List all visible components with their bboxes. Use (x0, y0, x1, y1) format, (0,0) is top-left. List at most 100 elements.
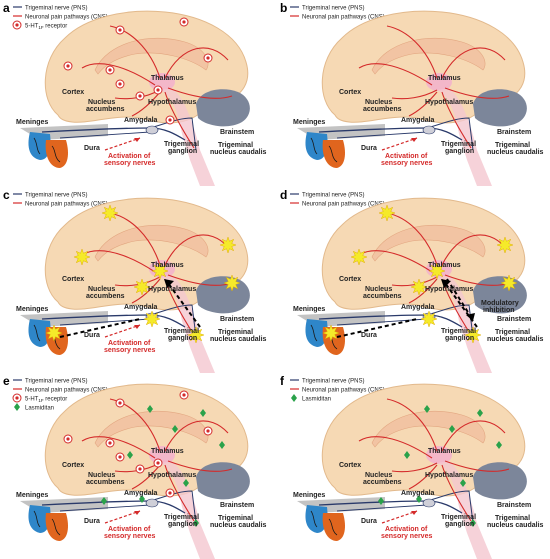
cns-path-brainstem (164, 91, 195, 149)
label-accumbens: accumbens (363, 479, 402, 486)
activation-arrowhead (134, 138, 140, 142)
label-activation-1: Activation of (108, 340, 151, 347)
pain-burst-icon (496, 236, 514, 254)
lasmiditan-icon (291, 394, 297, 402)
pain-burst-icon (45, 324, 63, 342)
trigeminal-nerve-path (41, 500, 186, 514)
label-activation-2: sensory nerves (381, 160, 432, 167)
receptor-core-icon (138, 94, 142, 98)
meninges-shape (28, 505, 51, 533)
label-trigeminal-ganglion-1: Trigeminal (441, 514, 476, 521)
label-meninges: Meninges (16, 306, 48, 313)
panel-letter: f (280, 374, 285, 388)
thalamus-region (426, 73, 452, 91)
lasmiditan-icon (127, 451, 133, 459)
legend-pns: Trigeminal nerve (PNS) (25, 6, 87, 12)
label-activation-1: Activation of (108, 153, 151, 160)
legend-pns: Trigeminal nerve (PNS) (302, 379, 364, 385)
label-brainstem: Brainstem (497, 502, 531, 509)
cns-path-cortex-right (441, 420, 506, 452)
cns-path-brainstem (164, 464, 195, 522)
legend-receptor: 5-HT1F receptor (25, 397, 67, 404)
label-trigeminal-nucleus-1: Trigeminal (495, 515, 530, 522)
pain-burst-icon (350, 248, 368, 266)
trigeminal-nerve-path (318, 500, 463, 514)
cns-path-cortex-top (109, 212, 161, 266)
corpus-callosum (94, 410, 209, 448)
legend-cns: Neuronal pain pathways (CNS) (25, 15, 108, 21)
label-meninges: Meninges (16, 119, 48, 126)
legend-drug: Lasmiditan (302, 397, 331, 403)
label-thalamus: Thalamus (151, 75, 184, 82)
cns-path-cortex-left (358, 63, 433, 86)
panel-letter: b (280, 1, 287, 15)
label-thalamus: Thalamus (428, 75, 461, 82)
label-accumbens: accumbens (86, 293, 125, 300)
label-activation-2: sensory nerves (104, 533, 155, 540)
label-trigeminal-ganglion-2: ganglion (168, 335, 197, 342)
label-brainstem: Brainstem (220, 316, 254, 323)
cerebellum (196, 89, 250, 127)
lasmiditan-icon (193, 519, 199, 527)
pain-burst-icon (464, 326, 482, 344)
activation-arrow (381, 137, 418, 151)
legend-cns: Neuronal pain pathways (CNS) (25, 388, 108, 394)
legend-cns: Neuronal pain pathways (CNS) (302, 388, 385, 394)
meninges-shape (305, 319, 328, 347)
pain-burst-icon (428, 262, 446, 280)
thalamus-region (426, 446, 452, 464)
label-hypothalamus: Hypothalamus (148, 472, 196, 479)
pain-burst-icon (410, 278, 428, 296)
cns-path-brainstem (441, 91, 472, 149)
panel-diagram: f Trigeminal nerve (PNS) Neuronal pain pat… (280, 374, 544, 559)
cns-path-amygdala (408, 464, 438, 490)
receptor-core-icon (182, 20, 186, 24)
label-thalamus: Thalamus (151, 262, 184, 269)
label-nucleus: Nucleus (365, 472, 392, 479)
label-trigeminal-nucleus-1: Trigeminal (218, 329, 253, 336)
cns-path-cortex-right (164, 47, 229, 79)
receptor-core-icon (118, 455, 122, 459)
label-hypothalamus: Hypothalamus (148, 99, 196, 106)
meninges-shape (305, 505, 328, 533)
meninges-shape (305, 132, 328, 160)
activation-arrowhead (411, 138, 417, 142)
pain-burst-icon (420, 310, 438, 328)
cns-path-cortex-back (167, 460, 233, 472)
receptor-core-icon (168, 491, 172, 495)
label-activation-2: sensory nerves (381, 533, 432, 540)
label-dura: Dura (361, 518, 377, 525)
receptor-core-icon (182, 393, 186, 397)
label-cortex: Cortex (339, 276, 361, 283)
receptor-core-icon (168, 118, 172, 122)
cns-path-amygdala (408, 278, 438, 304)
pain-burst-icon (500, 274, 518, 292)
activation-arrowhead (134, 325, 140, 329)
label-dura: Dura (84, 332, 100, 339)
legend-cns: Neuronal pain pathways (CNS) (302, 15, 385, 21)
vessels (33, 510, 61, 536)
label-activation-1: Activation of (385, 526, 428, 533)
label-hypothalamus: Hypothalamus (425, 99, 473, 106)
lasmiditan-icon (404, 451, 410, 459)
lasmiditan-icon (14, 403, 20, 411)
receptor-core-icon (206, 56, 210, 60)
receptor-core-icon (206, 429, 210, 433)
label-trigeminal-nucleus-2: nucleus caudalis (210, 522, 267, 529)
label-meninges: Meninges (293, 306, 325, 313)
activation-arrow (104, 510, 141, 524)
receptor-core-icon (138, 467, 142, 471)
legend-cns: Neuronal pain pathways (CNS) (302, 202, 385, 208)
label-trigeminal-ganglion-2: ganglion (168, 148, 197, 155)
legend-receptor: 5-HT1F receptor (25, 24, 67, 31)
pain-burst-icon (133, 278, 151, 296)
label-meninges: Meninges (16, 492, 48, 499)
meninges-shape (28, 132, 51, 160)
cns-path-cortex-left (81, 63, 156, 86)
panel-letter: c (3, 188, 10, 202)
